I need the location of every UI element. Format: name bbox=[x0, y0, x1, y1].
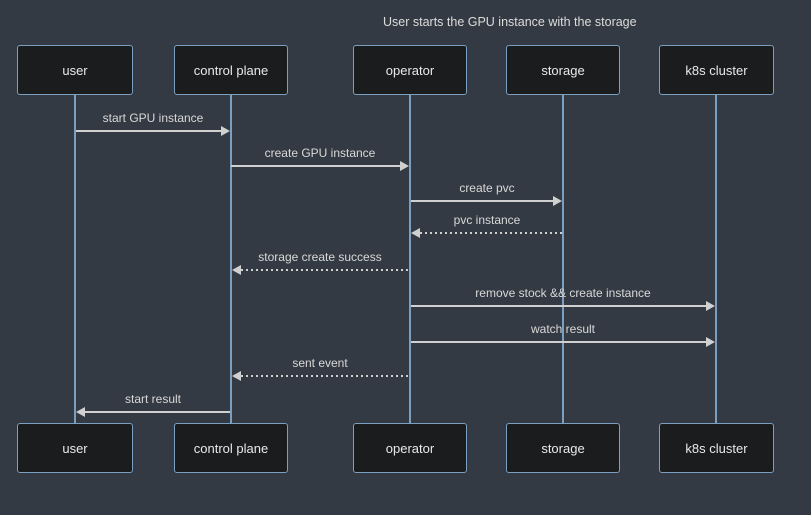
actor-bottom-k8s-cluster: k8s cluster bbox=[659, 423, 774, 473]
message-label: remove stock && create instance bbox=[475, 286, 651, 300]
message-line bbox=[241, 269, 409, 271]
arrowhead bbox=[232, 371, 241, 381]
actor-bottom-user: user bbox=[17, 423, 133, 473]
actor-top-user: user bbox=[17, 45, 133, 95]
message-label: create GPU instance bbox=[264, 146, 376, 160]
actor-top-k8s-cluster: k8s cluster bbox=[659, 45, 774, 95]
actor-bottom-storage: storage bbox=[506, 423, 620, 473]
message-line bbox=[231, 165, 401, 167]
message-label: start GPU instance bbox=[102, 111, 204, 125]
arrowhead bbox=[221, 126, 230, 136]
arrowhead bbox=[706, 301, 715, 311]
lifeline-k8s-cluster bbox=[715, 95, 717, 423]
arrowhead bbox=[553, 196, 562, 206]
message-label: storage create success bbox=[258, 250, 382, 264]
arrowhead bbox=[706, 337, 715, 347]
actor-top-operator: operator bbox=[353, 45, 467, 95]
actor-bottom-control-plane: control plane bbox=[174, 423, 288, 473]
message-label: create pvc bbox=[459, 181, 515, 195]
arrowhead bbox=[232, 265, 241, 275]
diagram-title: User starts the GPU instance with the st… bbox=[383, 15, 637, 29]
message-line bbox=[411, 200, 554, 202]
message-line bbox=[411, 305, 707, 307]
lifeline-operator bbox=[409, 95, 411, 423]
message-line bbox=[420, 232, 562, 234]
message-label: pvc instance bbox=[453, 213, 521, 227]
message-label: watch result bbox=[530, 322, 596, 336]
lifeline-control-plane bbox=[230, 95, 232, 423]
message-line bbox=[85, 411, 230, 413]
lifeline-storage bbox=[562, 95, 564, 423]
actor-bottom-operator: operator bbox=[353, 423, 467, 473]
message-line bbox=[76, 130, 222, 132]
message-label: sent event bbox=[292, 356, 348, 370]
message-line bbox=[241, 375, 409, 377]
arrowhead bbox=[400, 161, 409, 171]
message-label: start result bbox=[124, 392, 181, 406]
arrowhead bbox=[411, 228, 420, 238]
message-line bbox=[411, 341, 707, 343]
arrowhead bbox=[76, 407, 85, 417]
lifeline-user bbox=[74, 95, 76, 423]
actor-top-storage: storage bbox=[506, 45, 620, 95]
actor-top-control-plane: control plane bbox=[174, 45, 288, 95]
